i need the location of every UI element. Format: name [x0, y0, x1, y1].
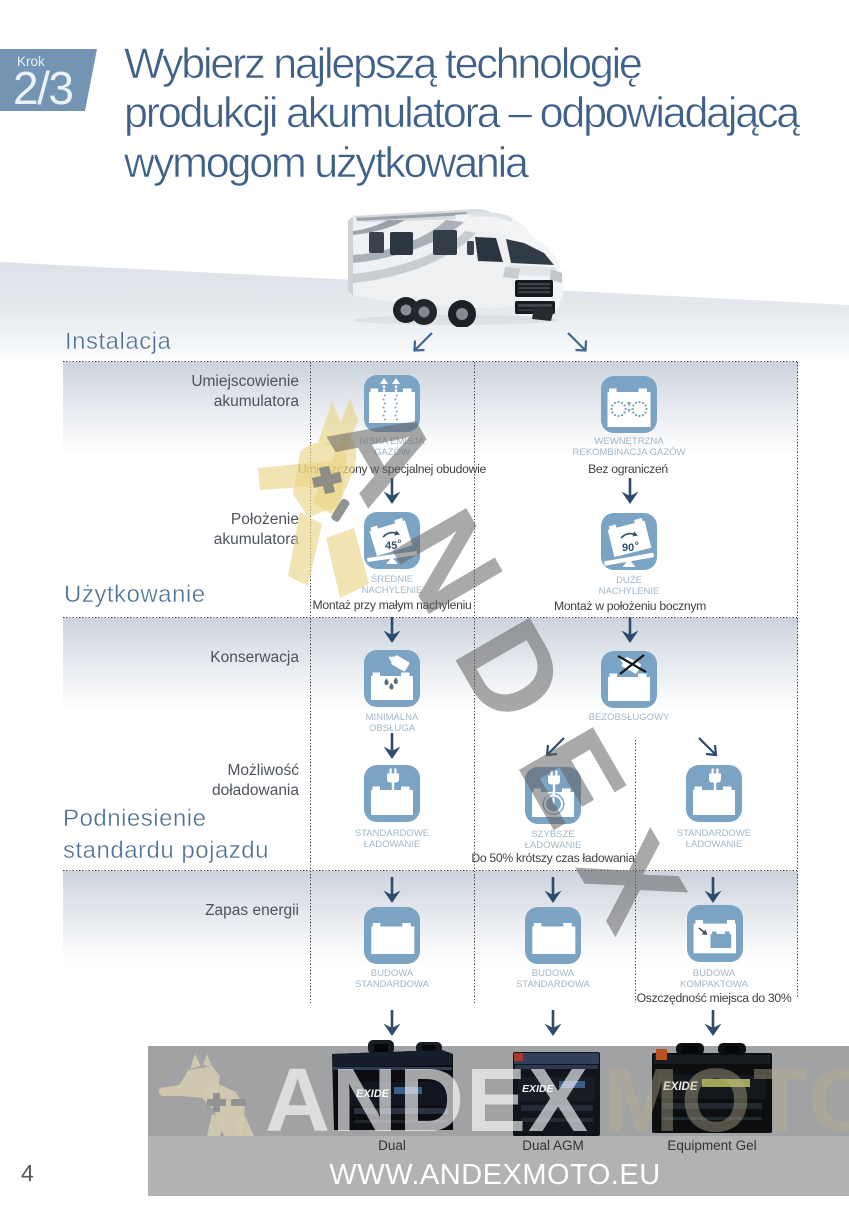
svg-text:o: o: [635, 541, 639, 547]
svg-text:EXIDE: EXIDE: [522, 1083, 555, 1095]
svg-text:EXIDE: EXIDE: [663, 1081, 698, 1093]
svg-text:o: o: [398, 539, 402, 545]
svg-text:90: 90: [622, 542, 634, 554]
svg-text:45: 45: [385, 540, 397, 552]
svg-text:EXIDE: EXIDE: [356, 1088, 390, 1100]
